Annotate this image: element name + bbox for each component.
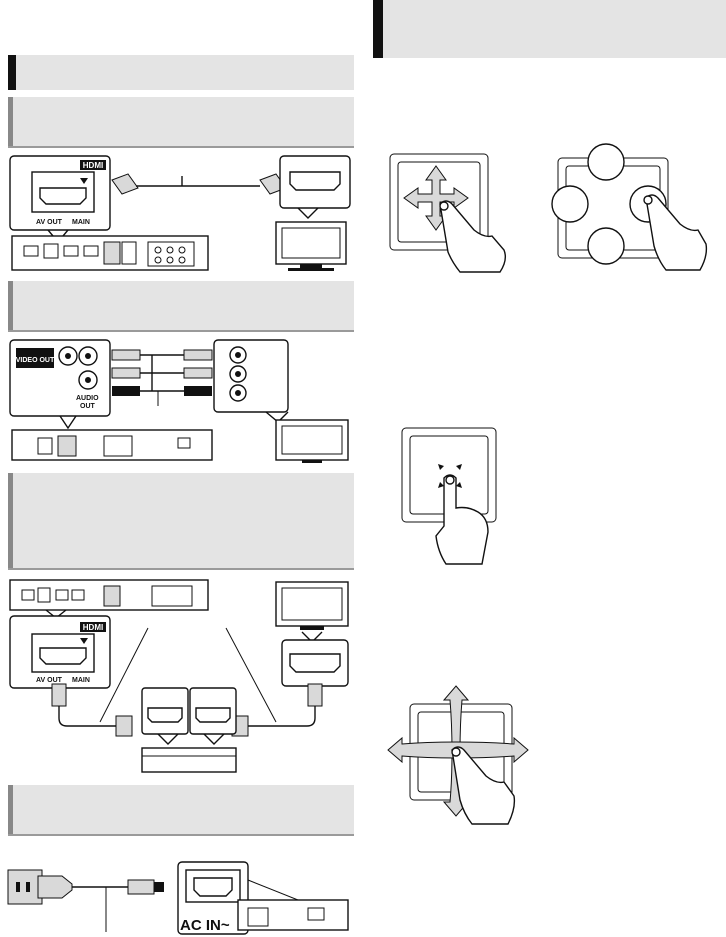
video-out-label: VIDEO OUT <box>16 357 55 364</box>
subsection-marker-power <box>8 785 13 835</box>
subsection-band-hdmi <box>8 97 354 147</box>
ac-in-label: AC IN~ <box>180 917 230 934</box>
section-header-band <box>8 55 354 90</box>
av-out-label: AV OUT <box>36 677 63 684</box>
subsection-marker-amplifier <box>8 473 13 569</box>
subsection-marker-hdmi <box>8 97 13 147</box>
divider-rule <box>8 568 354 570</box>
divider-rule <box>8 330 354 332</box>
section-header-marker <box>8 55 16 90</box>
right-section-header-band <box>373 0 726 58</box>
subsection-band-power <box>8 785 354 835</box>
audio-out-label-2: OUT <box>80 403 96 410</box>
main-label: MAIN <box>72 219 90 226</box>
divider-rule <box>8 834 354 836</box>
hdmi-logo-badge <box>80 160 106 170</box>
subsection-band-amplifier <box>8 473 354 569</box>
hdmi-logo-text: HDMI <box>83 161 103 170</box>
tap-direction-figure <box>551 143 708 271</box>
audio-out-label-1: AUDIO <box>76 395 99 402</box>
hdmi-logo-text: HDMI <box>83 623 103 632</box>
subsection-band-av <box>8 281 354 331</box>
slide-gesture-figure <box>389 153 507 273</box>
amplifier-connection-figure: HDMI AV OUT MAIN <box>9 579 349 773</box>
tap-gesture-figure <box>401 427 497 565</box>
av-out-label: AV OUT <box>36 219 63 226</box>
divider-rule <box>8 146 354 148</box>
hdmi-connection-figure: HDMI AV OUT MAIN <box>9 155 351 271</box>
av-connection-figure: VIDEO OUT AUDIO OUT <box>9 339 349 463</box>
right-section-header-marker <box>373 0 383 58</box>
power-connection-figure: AC IN~ <box>7 861 349 935</box>
main-label: MAIN <box>72 677 90 684</box>
subsection-marker-av <box>8 281 13 331</box>
swipe-gesture-figure <box>387 685 529 825</box>
